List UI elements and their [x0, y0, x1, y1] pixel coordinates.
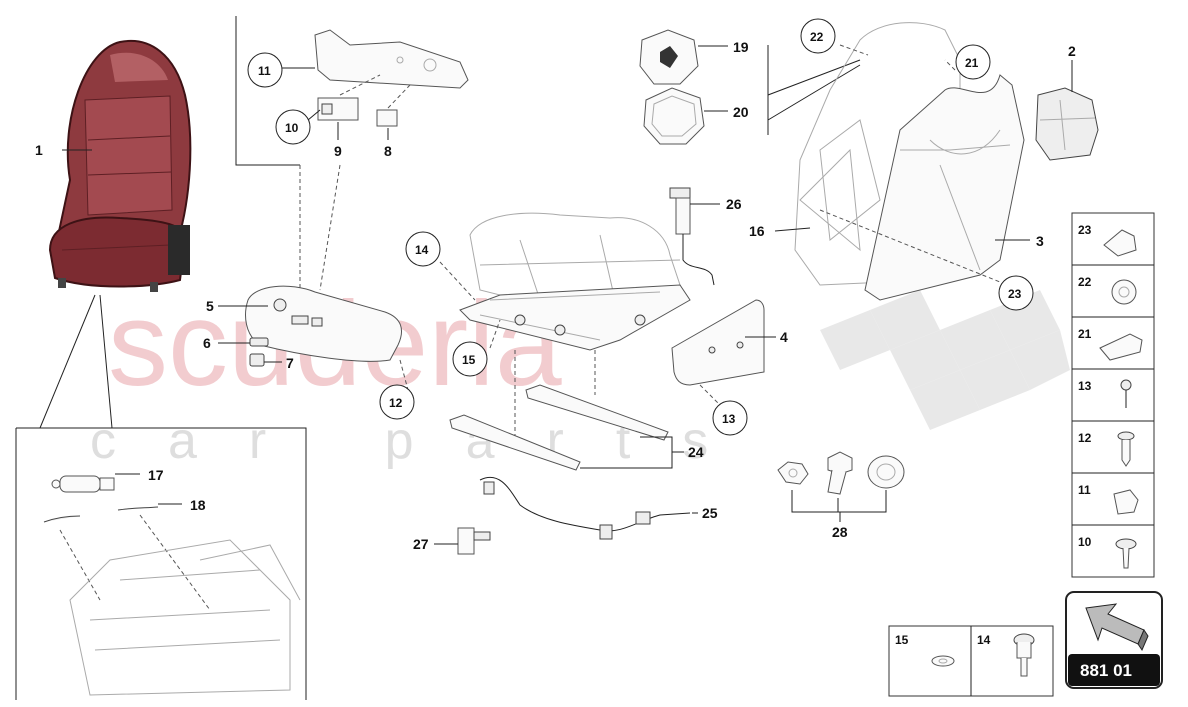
table-item-23: 23 — [1078, 223, 1092, 237]
backrest-frame — [794, 22, 961, 286]
checkered-flag-watermark — [820, 290, 1070, 430]
callout-17: 17 — [148, 467, 164, 483]
wiring-harness — [479, 477, 691, 540]
table-item-15: 15 — [895, 633, 909, 647]
callout-3: 3 — [1036, 233, 1044, 249]
switch-knob — [249, 353, 265, 367]
hose-pieces — [43, 506, 159, 523]
grommet-icon — [1111, 279, 1137, 305]
callout-27: 27 — [413, 536, 429, 552]
callout-25: 25 — [702, 505, 718, 521]
hardware-side-table: 23 22 21 13 12 11 10 — [1071, 212, 1155, 578]
callout-26: 26 — [726, 196, 742, 212]
callout-5: 5 — [206, 298, 214, 314]
callout-7: 7 — [286, 355, 294, 371]
callout-2: 2 — [1068, 43, 1076, 59]
switch-cap — [249, 337, 269, 347]
plug-icon — [1103, 229, 1137, 257]
complete-seat — [48, 39, 192, 292]
callout-19: 19 — [733, 39, 749, 55]
callout-8: 8 — [384, 143, 392, 159]
callout-20: 20 — [733, 104, 749, 120]
bolt-icon — [1013, 633, 1035, 677]
seat-rails — [449, 384, 669, 471]
callout-28: 28 — [832, 524, 848, 540]
airbag-cover — [643, 87, 705, 145]
callout-6: 6 — [203, 335, 211, 351]
table-item-13: 13 — [1078, 379, 1092, 393]
cushion-front-trim — [671, 299, 765, 386]
side-trim-cover — [314, 29, 469, 89]
callout-24: 24 — [688, 444, 704, 460]
table-item-12: 12 — [1078, 431, 1092, 445]
callout-14: 14 — [415, 243, 429, 257]
watermark-sub: car parts — [90, 412, 760, 470]
table-item-14: 14 — [977, 633, 991, 647]
table-item-22: 22 — [1078, 275, 1092, 289]
callout-15: 15 — [462, 353, 476, 367]
callout-23: 23 — [1008, 287, 1022, 301]
callout-13: 13 — [722, 412, 736, 426]
table-item-21: 21 — [1078, 327, 1092, 341]
seat-cushion — [459, 212, 691, 351]
table-item-11: 11 — [1078, 483, 1091, 497]
diagram-code: 881 01 — [1080, 661, 1132, 680]
callout-16: 16 — [749, 223, 765, 239]
backrest-shell — [864, 74, 1025, 301]
clip-icon — [1113, 489, 1139, 515]
table-item-10: 10 — [1078, 535, 1092, 549]
hardware-bottom-table: 15 14 — [888, 625, 1054, 697]
spacer-icon — [1099, 333, 1143, 361]
callout-21: 21 — [965, 56, 979, 70]
seat-belt-buckle — [669, 187, 715, 286]
seat-frame-ghost — [69, 539, 301, 696]
washer-icon — [931, 655, 955, 667]
switch-module — [317, 97, 359, 121]
screw-icon-13 — [1120, 379, 1132, 408]
connector-clip — [376, 109, 398, 127]
airbag-cover-logo — [639, 29, 699, 85]
callout-18: 18 — [190, 497, 206, 513]
callout-10: 10 — [285, 121, 299, 135]
screw-icon-12 — [1117, 431, 1135, 467]
sensor-bracket — [457, 527, 491, 555]
callout-11: 11 — [258, 64, 271, 78]
callout-22: 22 — [810, 30, 824, 44]
callout-9: 9 — [334, 143, 342, 159]
grommet — [867, 455, 905, 489]
callout-1: 1 — [35, 142, 43, 158]
callout-4: 4 — [780, 329, 788, 345]
pump-motor — [51, 475, 115, 493]
bolt — [827, 451, 853, 495]
nut — [777, 461, 809, 485]
screw-icon-10 — [1115, 538, 1137, 569]
navigation-badge[interactable]: 881 01 — [1065, 591, 1163, 689]
arrow-icon — [1085, 603, 1149, 652]
callout-12: 12 — [389, 396, 403, 410]
headrest-cover — [1035, 87, 1099, 161]
